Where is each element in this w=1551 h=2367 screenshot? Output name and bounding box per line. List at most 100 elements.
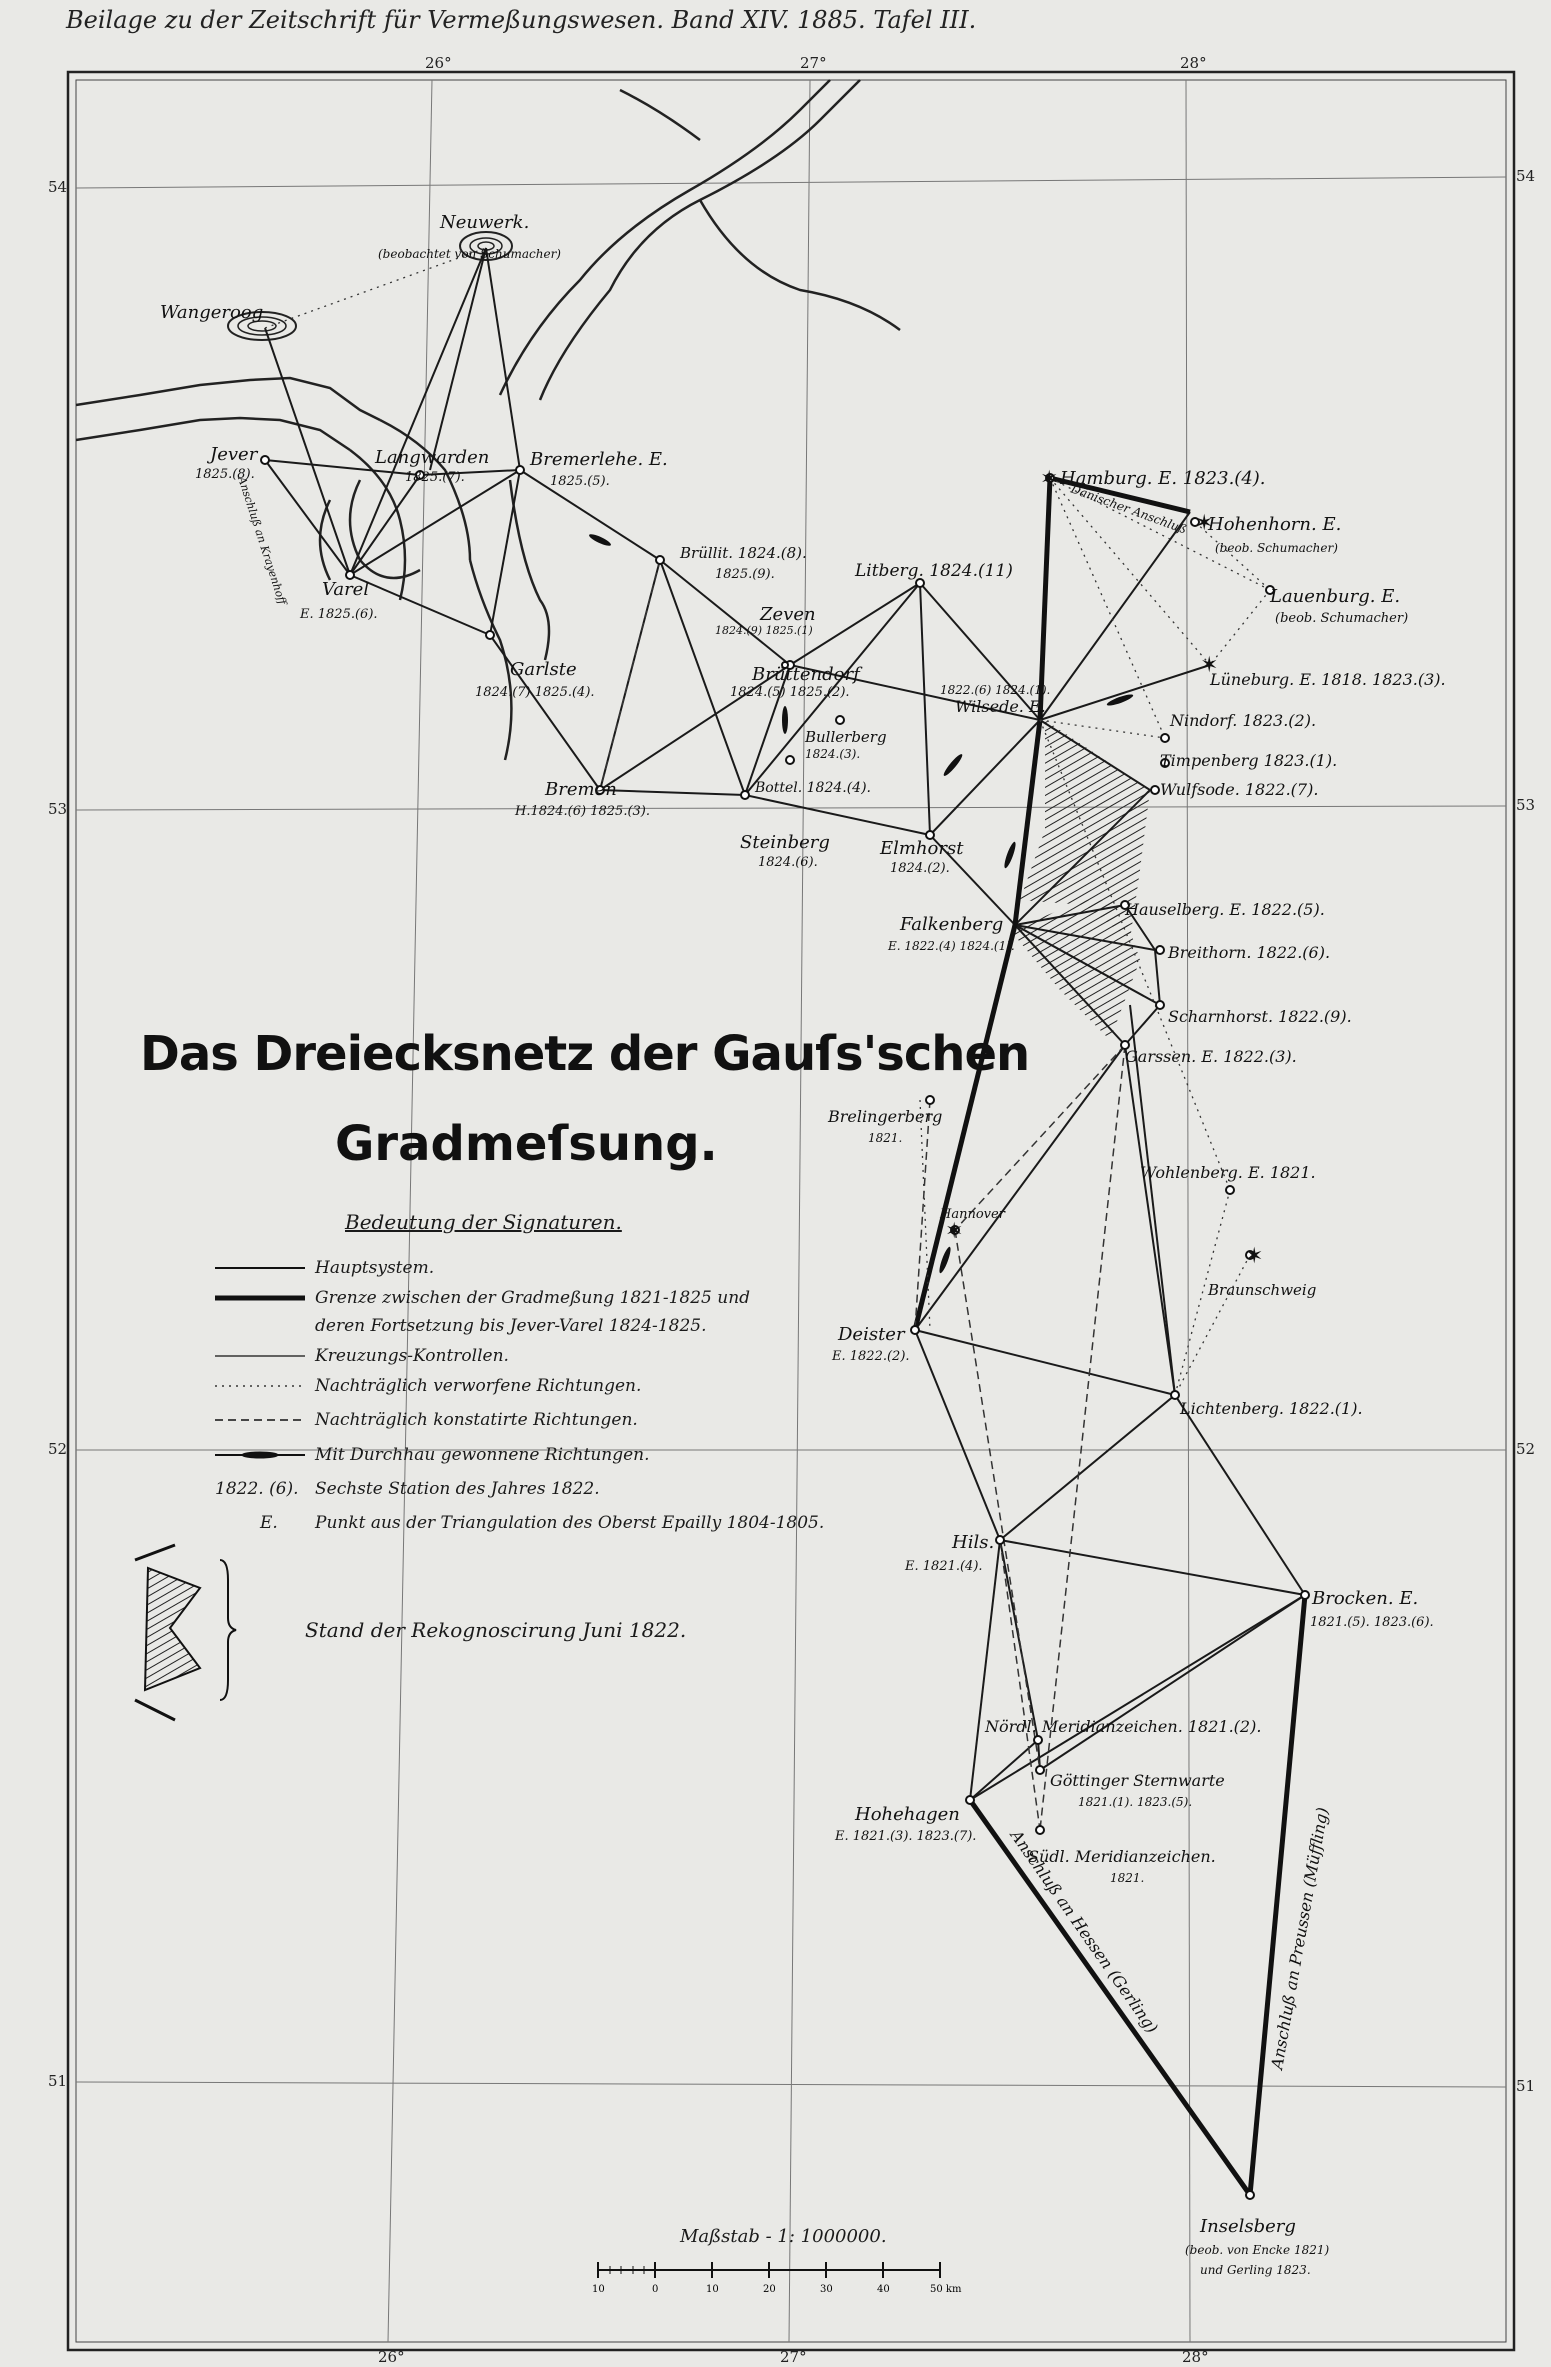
route-label-jever: Anschluß an Krayenhoff	[235, 474, 290, 608]
svg-text:✶: ✶	[1245, 1244, 1263, 1269]
station-label: Hannover	[939, 1207, 1006, 1222]
station-label: Neuwerk.	[439, 212, 529, 233]
scale-tick: 50 km	[930, 2284, 962, 2295]
cut-markers	[589, 534, 1134, 1274]
reconnaissance-note: Stand der Rekognoscirung Juni 1822.	[305, 1618, 687, 1642]
scale-tick: 40	[877, 2284, 890, 2295]
lat-label-right-52: 52	[1516, 1440, 1535, 1458]
scale-tick: 30	[820, 2284, 833, 2295]
lat-label-right-54: 54	[1516, 167, 1535, 185]
station-label: (beob. Schumacher)	[1215, 541, 1338, 555]
lon-label-bottom-26: 26°	[378, 2348, 405, 2366]
plate-header: Beilage zu der Zeitschrift für Vermeßung…	[66, 6, 977, 34]
svg-text:✶: ✶	[1200, 653, 1218, 678]
legend-label: Kreuzungs-Kontrollen.	[315, 1346, 509, 1366]
station-label: Lüneburg. E. 1818. 1823.(3).	[1209, 670, 1446, 689]
station-label: Brüttendorf	[751, 664, 863, 685]
legend-label: deren Fortsetzung bis Jever-Varel 1824-1…	[315, 1316, 707, 1336]
scale-caption: Maßstab - 1: 1000000.	[680, 2226, 887, 2247]
scale-bar	[597, 2262, 941, 2278]
station-label: Deister	[837, 1324, 906, 1345]
map-frame-outer	[66, 70, 1516, 2352]
station-label: Wulfsode. 1822.(7).	[1160, 780, 1318, 799]
route-label-preussen: Anschluß an Preussen (Müffling)	[1267, 1806, 1332, 2073]
station-label: 1825.(9).	[715, 567, 775, 582]
station-label: 1824.(6).	[758, 855, 818, 870]
lat-label-left-51: 51	[48, 2072, 67, 2090]
lon-label-top-26: 26°	[425, 54, 452, 72]
station-label: Hamburg. E. 1823.(4).	[1059, 468, 1266, 489]
station-label: 1821.(5). 1823.(6).	[1310, 1615, 1434, 1630]
lon-label-top-27: 27°	[800, 54, 827, 72]
station-label: Garlste	[510, 659, 577, 680]
station-label: Garssen. E. 1822.(3).	[1125, 1047, 1297, 1066]
station-label: E. 1822.(2).	[831, 1349, 910, 1364]
svg-text:✶: ✶	[1195, 511, 1213, 536]
station-label: (beob. Schumacher)	[1275, 611, 1408, 626]
scale-ticks: 10 0 10 20 30 40 50 km	[592, 2284, 962, 2295]
map-frame-inner	[75, 79, 1507, 2343]
station-label: 1822.(6) 1824.(1).	[940, 683, 1050, 697]
station-label: Lauenburg. E.	[1269, 586, 1400, 607]
star-markers: ✶ ✶ ✶ ✶ ✶	[945, 467, 1263, 1269]
legend-prefix: 1822. (6).	[215, 1479, 299, 1499]
station-label: Hils.	[951, 1532, 994, 1553]
network-rejected	[264, 247, 1271, 1396]
legend-prefix: E.	[260, 1513, 278, 1533]
scale-tick: 10	[706, 2284, 719, 2295]
station-label: 1825.(7).	[405, 470, 465, 485]
graticule	[75, 79, 1507, 2343]
station-label: Hohehagen	[854, 1804, 960, 1825]
station-label: Bottel. 1824.(4).	[754, 780, 871, 796]
lat-label-right-53: 53	[1516, 796, 1535, 814]
station-label: 1824.(5) 1825.(2).	[730, 685, 850, 700]
station-label: Braunschweig	[1207, 1281, 1316, 1299]
station-label: Hohenhorn. E.	[1207, 514, 1341, 535]
station-label: 1825.(8).	[195, 467, 255, 482]
legend-samples	[215, 1267, 305, 1459]
station-label: 1824.(9) 1825.(1)	[715, 624, 813, 637]
station-label: E. 1821.(3). 1823.(7).	[834, 1829, 976, 1844]
station-label: (beobachtet von Schumacher)	[378, 247, 561, 261]
station-label: Brüllit. 1824.(8).	[679, 544, 807, 562]
legend-label: Mit Durchhau gewonnene Richtungen.	[315, 1445, 650, 1465]
legend-heading: Bedeutung der Signaturen.	[345, 1210, 622, 1234]
scale-tick: 0	[652, 2284, 658, 2295]
lat-label-left-53: 53	[48, 800, 67, 818]
station-label: Wangeroog	[160, 302, 263, 323]
legend-label: Nachträglich verworfene Richtungen.	[315, 1376, 642, 1396]
shading-key-icon	[134, 1543, 237, 1722]
station-label: E. 1821.(4).	[904, 1559, 983, 1574]
station-label: Timpenberg 1823.(1).	[1160, 751, 1337, 770]
station-label: Lichtenberg. 1822.(1).	[1179, 1399, 1363, 1418]
lon-label-bottom-28: 28°	[1182, 2348, 1209, 2366]
station-label: 1821.	[1110, 1871, 1144, 1885]
legend-label: Nachträglich konstatirte Richtungen.	[315, 1410, 638, 1430]
coastline-rivers	[75, 79, 901, 761]
station-label: Breithorn. 1822.(6).	[1167, 943, 1330, 962]
station-label: 1821.(1). 1823.(5).	[1078, 1795, 1192, 1809]
station-label: Bremen	[544, 779, 617, 800]
station-labels: Neuwerk. (beobachtet von Schumacher) Wan…	[160, 212, 1446, 2277]
station-label: Göttinger Sternwarte	[1050, 1771, 1225, 1790]
station-label: und Gerling 1823.	[1200, 2263, 1311, 2277]
lat-label-left-52: 52	[48, 1440, 67, 1458]
station-markers	[260, 455, 1310, 2200]
station-label: 1824.(3).	[805, 747, 860, 761]
station-label: Hauselberg. E. 1822.(5).	[1124, 900, 1325, 919]
station-label: 1825.(5).	[550, 474, 610, 489]
station-label: E. 1825.(6).	[299, 607, 378, 622]
shaded-region	[1010, 720, 1150, 1040]
station-label: Scharnhorst. 1822.(9).	[1168, 1007, 1352, 1026]
scale-tick: 10	[592, 2284, 605, 2295]
station-label: Nindorf. 1823.(2).	[1169, 711, 1316, 730]
map-title: Das Dreiecksnetz der Gauſs'schen	[140, 1026, 1030, 1082]
station-label: Varel	[322, 579, 369, 600]
legend-label: Hauptsystem.	[315, 1258, 435, 1278]
station-label: Bremerlehe. E.	[529, 449, 668, 470]
station-label: Litberg. 1824.(11)	[854, 561, 1013, 581]
station-label: 1824.(2).	[890, 861, 950, 876]
station-label: E. 1822.(4) 1824.(1).	[887, 939, 1015, 953]
station-label: Südl. Meridianzeichen.	[1028, 1847, 1216, 1866]
